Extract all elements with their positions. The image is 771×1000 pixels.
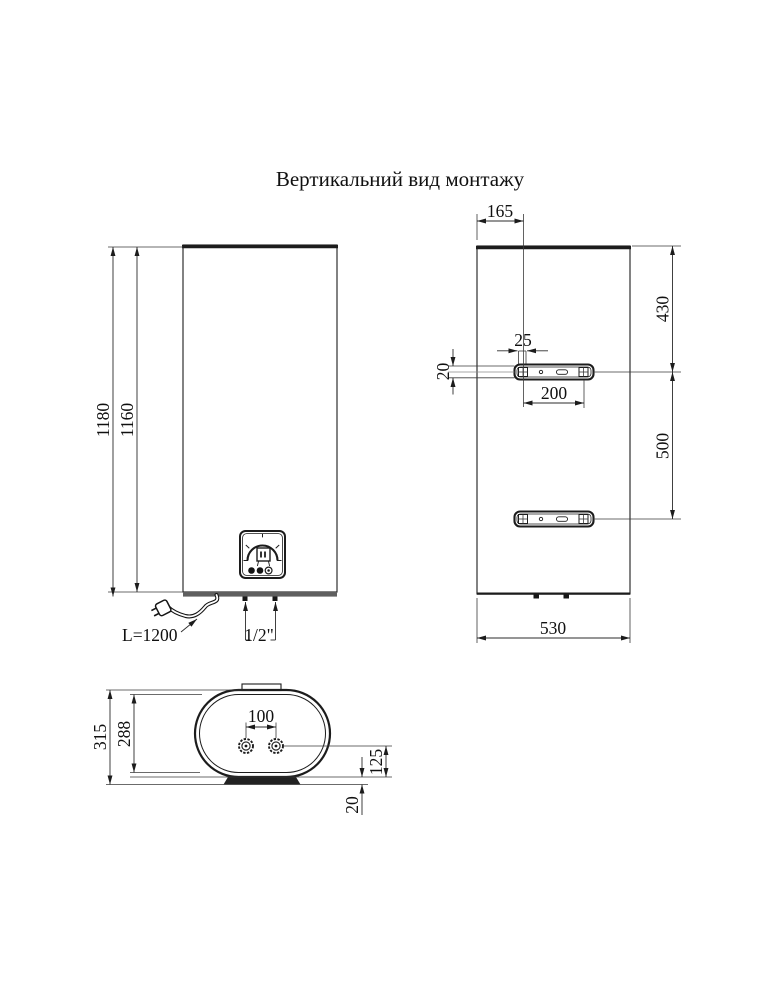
tank-oval-outer <box>193 688 332 779</box>
dim-text-depth-body: 288 <box>114 721 134 748</box>
cord-length-label: L=1200 <box>122 625 178 645</box>
front-view: 1180 1160 L=1200 1/2" <box>93 244 338 645</box>
front-view-outline <box>182 244 338 593</box>
dim-text-height-body: 1160 <box>117 403 137 438</box>
control-panel <box>239 530 286 579</box>
fitting-center <box>274 744 278 748</box>
cord-leader-line <box>180 618 198 633</box>
pipe-fitting-left <box>238 738 254 754</box>
display-window <box>256 547 271 562</box>
dim-text-bracket-height: 20 <box>433 363 453 381</box>
dim-text-hook-width: 25 <box>514 330 532 350</box>
dim-text-height-overall: 1180 <box>93 403 113 438</box>
page-title: Вертикальний вид монтажу <box>276 167 525 191</box>
display-leg-right <box>267 560 271 567</box>
dim-text-pipe-spacing: 100 <box>248 706 275 726</box>
dim-text-bracket-spacing: 500 <box>653 433 673 460</box>
dim-text-depth-overall: 315 <box>90 724 110 751</box>
dim-text-pipe-to-bottom: 125 <box>366 749 386 776</box>
control-panel-inner <box>242 533 283 576</box>
front-pipe-stub-left <box>242 596 248 601</box>
rear-dimensions: 165 25 20 200 430 500 <box>433 201 681 643</box>
panel-button-icon <box>256 567 264 574</box>
rear-view: 165 25 20 200 430 500 <box>433 201 681 643</box>
fitting-ring <box>241 741 251 751</box>
plug-icon <box>151 599 172 617</box>
temperature-dial-arc-icon <box>246 544 279 561</box>
mounting-bracket-lower <box>513 510 595 528</box>
dial-tick-upper-left <box>245 544 250 549</box>
display-digit-mark <box>260 551 262 558</box>
front-pipe-stub-right <box>272 596 278 601</box>
control-panel-bezel <box>239 530 286 579</box>
fitting-center <box>244 744 248 748</box>
rear-pipe-stub-left <box>533 594 539 599</box>
top-view-dimensions: 100 315 288 125 20 <box>90 689 392 815</box>
front-dimensions: 1180 1160 L=1200 1/2" <box>93 246 278 645</box>
tank-oval-inner <box>199 694 326 773</box>
dim-text-base-offset: 20 <box>342 796 362 814</box>
pipe-size-label: 1/2" <box>244 625 274 645</box>
display-leg-left <box>256 560 260 567</box>
panel-button-icon <box>248 567 255 574</box>
display-digit-mark <box>264 551 266 558</box>
cord-core <box>166 594 219 618</box>
bracket-slot <box>556 369 568 375</box>
dim-text-top-offset: 165 <box>487 201 514 221</box>
dim-text-hole-spacing: 200 <box>541 383 568 403</box>
dim-text-width: 530 <box>540 618 567 638</box>
cord-outline <box>165 593 220 619</box>
power-button-dot <box>267 569 270 572</box>
bracket-inner <box>516 366 592 378</box>
fitting-knurl-ring <box>238 738 254 754</box>
bracket-inner <box>516 513 592 525</box>
rear-view-outline <box>476 245 631 595</box>
bracket-slot <box>556 516 568 522</box>
rear-pipe-stub-right <box>563 594 569 599</box>
bracket-hole-round <box>538 516 544 522</box>
dial-tick-upper-right <box>275 544 280 549</box>
power-button-icon <box>264 566 273 575</box>
power-cord <box>151 593 220 619</box>
base-foot <box>223 777 301 785</box>
top-view: 100 315 288 125 20 <box>90 683 392 815</box>
fitting-ring <box>271 741 281 751</box>
pipe-fitting-right <box>268 738 284 754</box>
bracket-hole-round <box>538 369 544 375</box>
front-bottom-band <box>183 592 337 597</box>
dim-text-top-to-upper-bracket: 430 <box>653 296 673 323</box>
mounting-bracket-upper <box>513 350 595 381</box>
